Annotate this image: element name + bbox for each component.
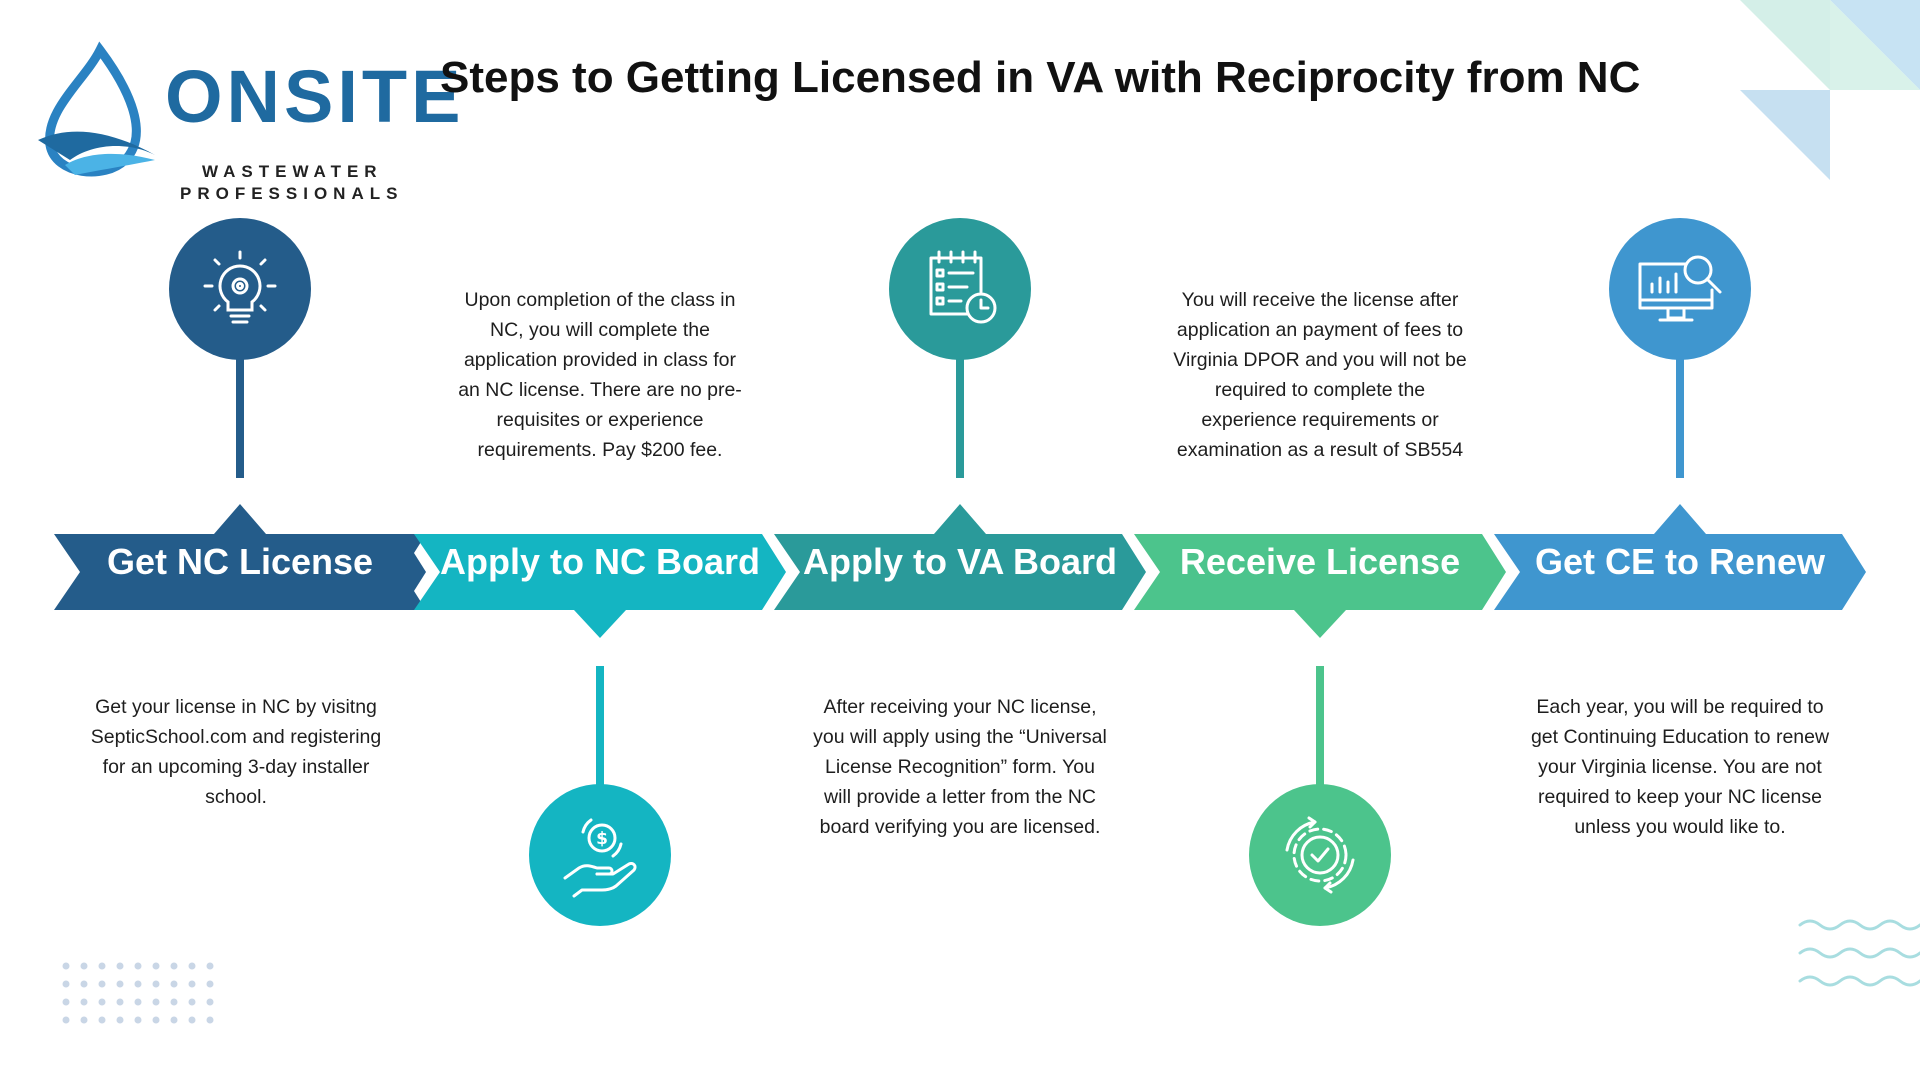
description-line: unless you would like to.	[1574, 816, 1786, 838]
decorative-waves	[1798, 919, 1920, 987]
description-line: experience requirements or	[1201, 409, 1439, 431]
step-3-arrow: Apply to VA Board	[774, 498, 1146, 612]
step-4-stem	[1316, 666, 1324, 786]
description-line: Virginia DPOR and you will not be	[1173, 349, 1467, 371]
svg-text:$: $	[596, 829, 608, 849]
description-line: application provided in class for	[463, 349, 737, 371]
description-line: will provide a letter from the NC	[823, 786, 1096, 808]
description-line: get Continuing Education to renew	[1530, 726, 1830, 748]
description-line: for an upcoming 3-day installer	[102, 756, 370, 778]
description-line: board verifying you are licensed.	[819, 816, 1101, 838]
description-line: NC, you will complete the	[489, 319, 710, 341]
step-1-description: Get your license in NC by visitng Septic…	[66, 692, 406, 812]
step-1-stem	[236, 358, 244, 478]
step-3-description: After receiving your NC license, you wil…	[790, 692, 1130, 842]
step-5-arrow: Get CE to Renew	[1494, 498, 1866, 612]
logo-wordmark: ONSITE	[165, 55, 465, 138]
logo-subtitle-1: WASTEWATER	[202, 162, 383, 181]
description-line: Upon completion of the class in	[464, 289, 736, 311]
description-line: required to complete the	[1214, 379, 1426, 401]
step-4-description: You will receive the license after appli…	[1150, 285, 1490, 465]
description-line: SepticSchool.com and registering	[90, 726, 382, 748]
description-line: examination as a result of SB554	[1176, 439, 1464, 461]
step-2-arrow: Apply to NC Board	[414, 498, 786, 638]
step-1-circle	[169, 218, 311, 360]
step-5-description: Each year, you will be required to get C…	[1510, 692, 1850, 842]
description-line: school.	[205, 786, 267, 808]
checklist-clock-icon	[929, 250, 997, 324]
step-2-label: Apply to NC Board	[440, 541, 760, 582]
decorative-dot-grid	[62, 962, 214, 1024]
step-4-arrow: Receive License	[1134, 498, 1506, 638]
water-drop-logo-icon	[38, 41, 155, 177]
description-line: an NC license. There are no pre-	[458, 379, 742, 401]
description-line: your Virginia license. You are not	[1538, 756, 1822, 778]
logo-subtitle-2: PROFESSIONALS	[180, 184, 404, 203]
onsite-logo: ONSITE WASTEWATER PROFESSIONALS	[30, 40, 460, 202]
description-line: requirements. Pay $200 fee.	[477, 439, 723, 461]
step-2-circle: $	[529, 784, 671, 926]
step-3-label: Apply to VA Board	[803, 541, 1117, 582]
page-title: Steps to Getting Licensed in VA with Rec…	[440, 53, 1641, 102]
step-5-circle	[1609, 218, 1751, 360]
description-line: you will apply using the “Universal	[813, 726, 1107, 748]
description-line: License Recognition” form. You	[825, 756, 1095, 778]
gear-check-icon	[1285, 816, 1355, 894]
step-4-label: Receive License	[1179, 541, 1461, 582]
step-2-stem	[596, 666, 604, 786]
description-line: After receiving your NC license,	[823, 696, 1097, 718]
step-1-arrow: Get NC License	[54, 498, 426, 612]
description-line: Each year, you will be required to	[1536, 696, 1824, 718]
step-5-label: Get CE to Renew	[1534, 541, 1826, 582]
step-2-description: Upon completion of the class in NC, you …	[430, 285, 770, 465]
step-1-label: Get NC License	[106, 541, 374, 582]
description-line: Get your license in NC by visitng	[95, 696, 377, 718]
step-5-stem	[1676, 358, 1684, 478]
step-4-circle	[1249, 784, 1391, 926]
description-line: requisites or experience	[496, 409, 704, 431]
description-line: application an payment of fees to	[1176, 319, 1464, 341]
lightbulb-gear-icon	[203, 250, 277, 324]
step-3-stem	[956, 358, 964, 478]
step-3-circle	[889, 218, 1031, 360]
monitor-search-icon	[1638, 255, 1722, 322]
decorative-triangles	[1740, 0, 1920, 180]
description-line: You will receive the license after	[1181, 289, 1459, 311]
hand-money-icon: $	[563, 818, 637, 898]
description-line: required to keep your NC license	[1538, 786, 1822, 808]
